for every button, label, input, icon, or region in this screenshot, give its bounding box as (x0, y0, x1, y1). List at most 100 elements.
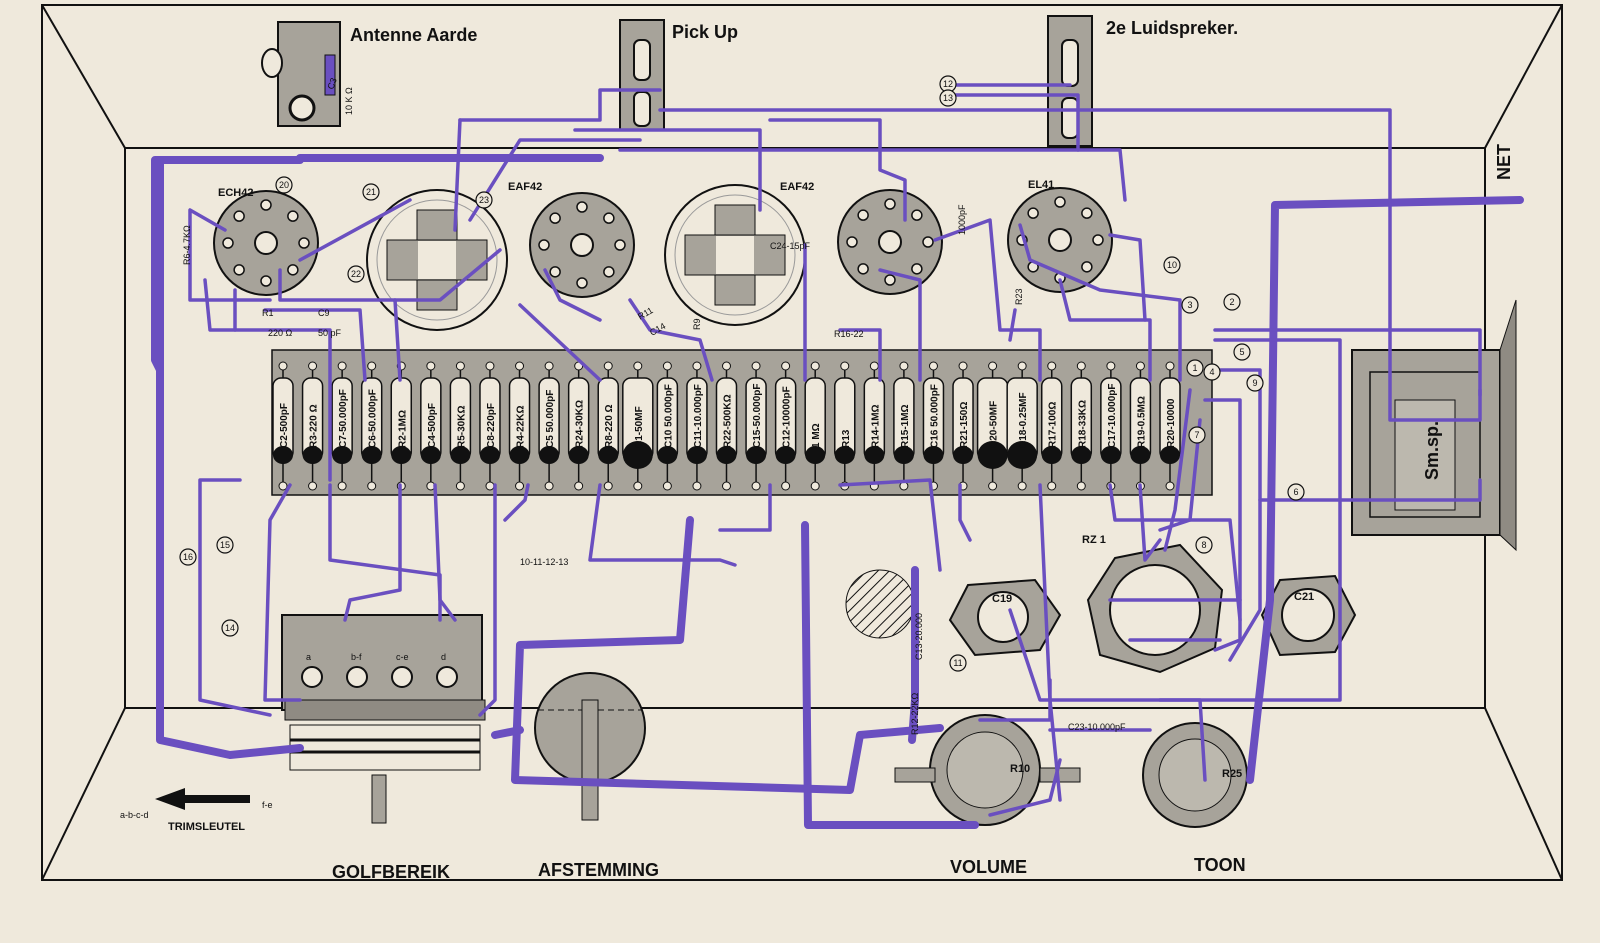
part-label: 1000pF (957, 204, 967, 235)
pickup-label: Pick Up (672, 22, 738, 42)
svg-text:22: 22 (351, 269, 361, 279)
toon-label: TOON (1194, 855, 1246, 875)
board-component: C8-220pF (479, 361, 501, 491)
svg-text:6: 6 (1293, 487, 1298, 497)
board-component: R4-22KΩ (508, 361, 531, 491)
trim-fe: f-e (262, 800, 273, 810)
hatched-disc (845, 569, 915, 639)
board-component: R22-500KΩ (715, 361, 738, 491)
board-component: R20-10000 (1159, 361, 1181, 491)
marker-4: 4 (1203, 363, 1221, 381)
svg-text:5: 5 (1239, 347, 1244, 357)
wire-thin (933, 218, 1042, 382)
component-label: C15-50.000pF (752, 384, 763, 448)
switch-contact (301, 666, 323, 688)
wire-thick (491, 726, 524, 739)
board-component: R2-1MΩ (390, 361, 413, 491)
board-component: C12-10000pF (774, 361, 797, 491)
board-component: C11-10.000pF (686, 361, 708, 491)
wire-thin (1163, 388, 1192, 552)
component-label: R24-30KΩ (575, 400, 586, 448)
wire-thin (188, 208, 272, 302)
wire-thin (1203, 398, 1242, 652)
svg-text:10: 10 (1167, 260, 1177, 270)
wire-thin (1058, 278, 1152, 382)
afstemming-label: AFSTEMMING (538, 860, 659, 880)
tube-socket (1007, 187, 1113, 293)
rz1-label: RZ 1 (1082, 534, 1106, 546)
wire-thin (198, 478, 272, 717)
part-label: R16-22 (834, 329, 864, 339)
part-label: R11 (636, 305, 655, 322)
wire-thin (543, 268, 602, 322)
c21-label: C21 (1294, 591, 1314, 603)
wire-thick (511, 516, 944, 794)
wire-thin (878, 268, 922, 382)
board-component: C5 50.000pF (538, 361, 560, 491)
wire-thin (958, 483, 972, 542)
wire-thin (433, 483, 457, 622)
component-label: C10 50.000pF (663, 384, 674, 448)
switch-contact (346, 666, 368, 688)
board-component: R8-220 Ω (597, 361, 619, 491)
part-label: R9 (692, 318, 702, 330)
wire-thin (658, 108, 1482, 422)
wire-thin (588, 483, 737, 567)
switch-position-label: c-e (396, 652, 409, 662)
tags-label: 10-11-12-13 (520, 557, 568, 567)
component-label: C7-50.000pF (338, 389, 349, 448)
part-label: C14 (648, 321, 667, 338)
speaker2-label: 2e Luidspreker. (1106, 18, 1238, 38)
marker-13: 13 (939, 89, 957, 107)
board-component: C1-50MF (622, 361, 654, 491)
wire-thin (458, 88, 662, 122)
trim-key (155, 788, 250, 810)
wire-thin (393, 298, 402, 382)
wire-thin (1208, 368, 1262, 662)
component-label: C1-50MF (634, 406, 645, 448)
board-component: C10 50.000pF (656, 361, 679, 491)
tone-pot (1142, 722, 1248, 828)
part-label: R6-4.7KΩ (182, 225, 192, 265)
c9-value: 50 pF (318, 328, 342, 338)
marker-15: 15 (216, 536, 234, 554)
wire-thick (1246, 196, 1524, 784)
svg-text:4: 4 (1209, 367, 1214, 377)
component-label: R14-1MΩ (870, 404, 881, 448)
speaker-terminal (1047, 15, 1093, 147)
wire-thin (1018, 223, 1182, 382)
tube-label-el41: EL41 (1028, 179, 1054, 191)
board-component: C6-50.000pF (360, 361, 383, 491)
c19-capacitor (948, 578, 1062, 657)
volume-label: VOLUME (950, 857, 1027, 877)
res10k-label: 10 K Ω (344, 87, 354, 115)
svg-text:21: 21 (366, 187, 376, 197)
component-label: R20-10000 (1166, 398, 1177, 448)
wire-thick (801, 521, 979, 829)
marker-2: 2 (1223, 293, 1241, 311)
board-component: C17-10.000pF (1100, 361, 1122, 491)
switch-contact (391, 666, 413, 688)
pickup-terminal (619, 19, 665, 131)
svg-text:13: 13 (943, 93, 953, 103)
wire-thin (343, 483, 402, 622)
marker-14: 14 (221, 619, 239, 637)
board-component: C15-50.000pF (745, 361, 767, 491)
wire-thin (1158, 338, 1342, 702)
component-label: C11-10.000pF (693, 384, 704, 448)
wire-thin (478, 483, 497, 717)
wire-thin (718, 483, 772, 532)
board-component: C4-500pF (420, 361, 442, 491)
board-component: R18-33KΩ (1070, 361, 1093, 491)
marker-8: 8 (1195, 536, 1213, 554)
tube-sockets (213, 184, 1113, 331)
component-label: 1 MΩ (811, 423, 822, 448)
wire-thin (278, 248, 502, 302)
wire-thin (1213, 328, 1482, 397)
component-label: R19-0.5MΩ (1136, 396, 1147, 448)
component-label: R18-33KΩ (1077, 400, 1088, 448)
component-label: R21-150Ω (959, 402, 970, 448)
tube-label-ech42: ECH42 (218, 187, 253, 199)
component-label: C12-10000pF (782, 386, 793, 448)
